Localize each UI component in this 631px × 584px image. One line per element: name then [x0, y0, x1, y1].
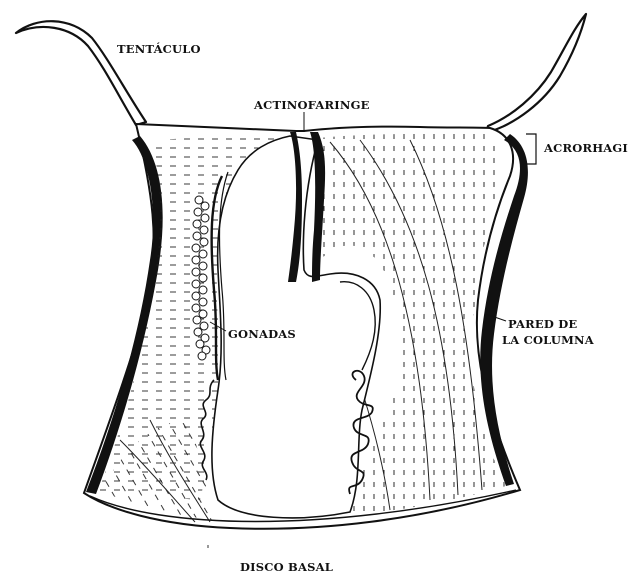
left-tentacle — [16, 21, 146, 125]
label-disco-basal: DISCO BASAL — [240, 560, 333, 574]
label-tentaculo: TENTÁCULO — [117, 42, 201, 56]
label-pared-line1: PARED DE — [508, 317, 577, 331]
label-acrorhagi: ACRORHAGI — [544, 141, 628, 155]
acrorhagi-bracket — [526, 134, 536, 164]
right-tentacle — [486, 14, 586, 133]
label-gonadas: GONADAS — [228, 327, 296, 341]
label-actinofaringe: ACTINOFARINGE — [254, 98, 370, 112]
label-pared-line2: LA COLUMNA — [502, 333, 594, 347]
